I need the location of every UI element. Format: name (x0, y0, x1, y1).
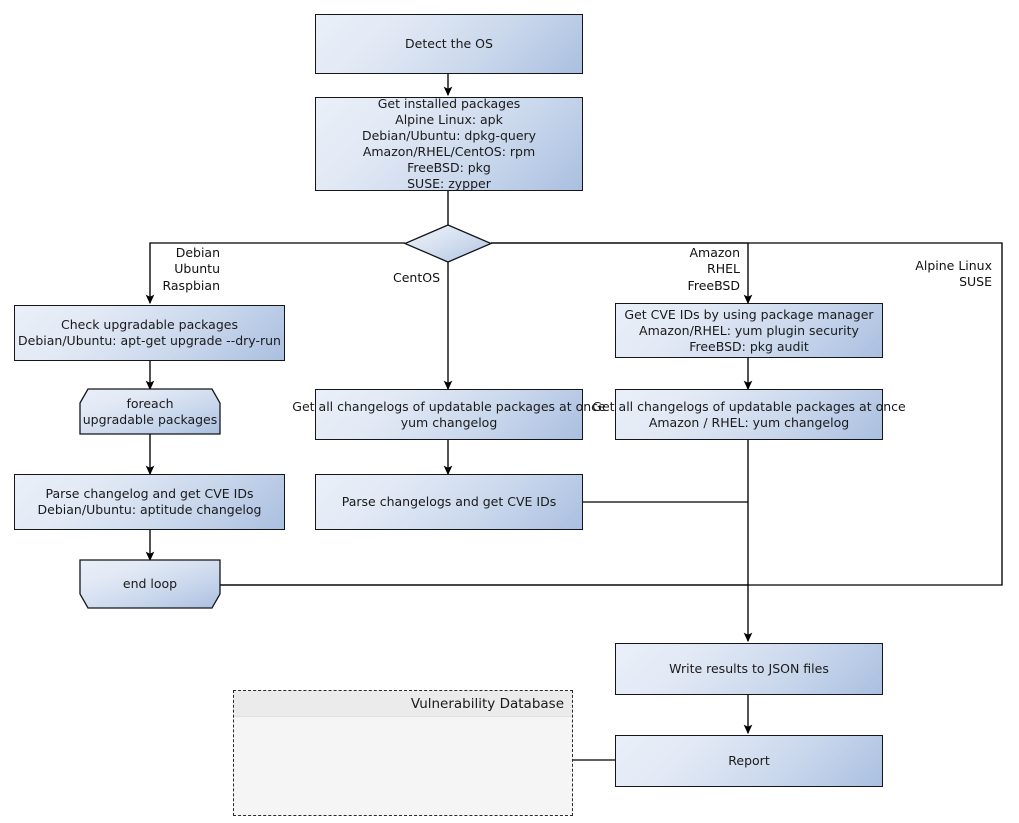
node-changelogs-amazon-label: Get all changelogs of updatable packages… (592, 398, 906, 430)
node-report-label: Report (728, 753, 770, 768)
node-write-results[interactable]: Write results to JSON files (615, 643, 883, 695)
node-report[interactable]: Report (615, 735, 883, 787)
vulnerability-database-title: Vulnerability Database (234, 691, 572, 717)
node-changelogs-centos[interactable]: Get all changelogs of updatable packages… (292, 389, 606, 440)
edge-branch-debian (145, 242, 405, 305)
node-end-loop[interactable]: end loop (80, 560, 220, 608)
vulnerability-database-title-label: Vulnerability Database (410, 695, 564, 712)
vulnerability-database-group: Vulnerability Database (233, 690, 573, 816)
os-decision-diamond (403, 224, 493, 263)
node-parse-changelogs-centos-label: Parse changelogs and get CVE IDs (341, 494, 557, 509)
node-changelogs-centos-label: Get all changelogs of updatable packages… (292, 398, 606, 430)
node-detect-os[interactable]: Detect the OS (315, 14, 583, 74)
end-loop-shape (79, 559, 221, 609)
edge-label-centos: CentOS (392, 270, 440, 285)
node-parse-changelogs-centos[interactable]: Parse changelogs and get CVE IDs (315, 474, 583, 530)
foreach-loop-shape (79, 388, 221, 435)
node-changelogs-amazon[interactable]: Get all changelogs of updatable packages… (592, 389, 906, 440)
node-detect-os-label: Detect the OS (405, 36, 493, 51)
node-write-results-label: Write results to JSON files (669, 661, 829, 676)
node-end-loop-label: end loop (122, 576, 178, 591)
